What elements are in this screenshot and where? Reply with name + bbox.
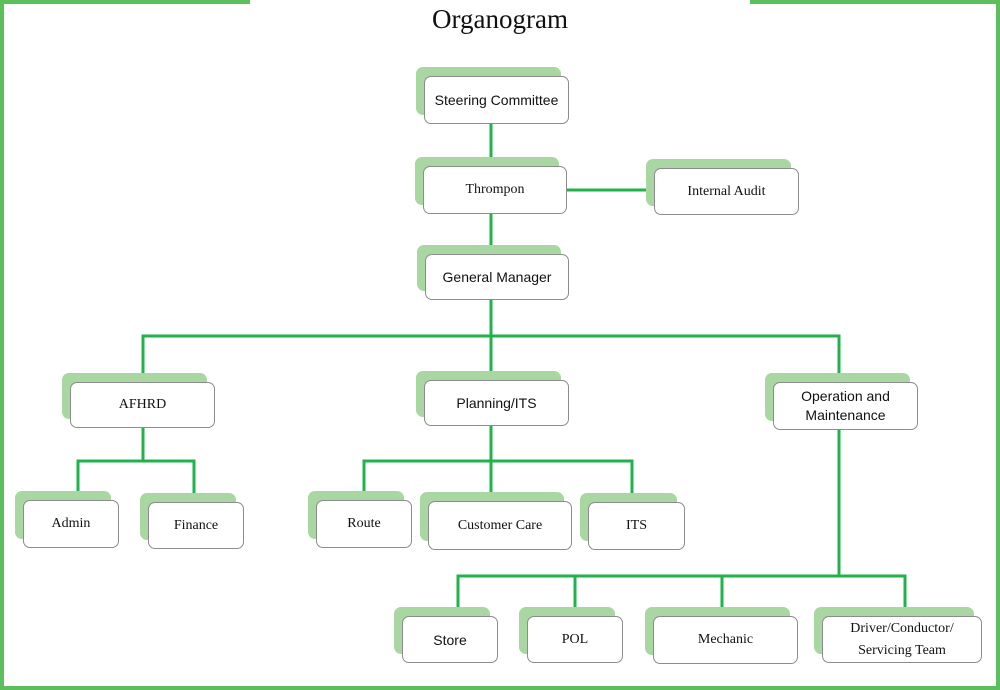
node-label: Finance xyxy=(148,502,244,549)
node-thrompon: Thrompon xyxy=(415,157,567,214)
node-label: Mechanic xyxy=(653,616,798,664)
node-internal-audit: Internal Audit xyxy=(646,159,799,215)
node-label: Internal Audit xyxy=(654,168,799,215)
node-label: Store xyxy=(402,616,498,663)
node-general-manager: General Manager xyxy=(417,245,569,300)
node-route: Route xyxy=(308,491,412,548)
node-afhrd: AFHRD xyxy=(62,373,215,428)
node-label: POL xyxy=(527,616,623,663)
diagram-title: Organogram xyxy=(432,4,568,34)
node-label: Route xyxy=(316,500,412,548)
node-label: Thrompon xyxy=(423,166,567,214)
node-label: Admin xyxy=(23,500,119,548)
node-admin: Admin xyxy=(15,491,119,548)
node-mechanic: Mechanic xyxy=(645,607,798,664)
node-label: General Manager xyxy=(425,254,569,300)
node-label: Customer Care xyxy=(428,501,572,550)
node-label: Driver/Conductor/ Servicing Team xyxy=(822,616,982,663)
node-label: Operation and Maintenance xyxy=(773,382,918,430)
node-steering-committee: Steering Committee xyxy=(416,67,569,124)
node-pol: POL xyxy=(519,607,623,663)
node-label: Steering Committee xyxy=(424,76,569,124)
node-operation-maintenance: Operation and Maintenance xyxy=(765,373,918,430)
node-label: ITS xyxy=(588,502,685,550)
node-planning-its: Planning/ITS xyxy=(416,371,569,426)
node-label: AFHRD xyxy=(70,382,215,428)
node-store: Store xyxy=(394,607,498,663)
title-mask xyxy=(250,0,750,6)
node-label: Planning/ITS xyxy=(424,380,569,426)
node-customer-care: Customer Care xyxy=(420,492,572,550)
node-its: ITS xyxy=(580,493,685,550)
node-driver-team: Driver/Conductor/ Servicing Team xyxy=(814,607,982,663)
node-finance: Finance xyxy=(140,493,244,549)
